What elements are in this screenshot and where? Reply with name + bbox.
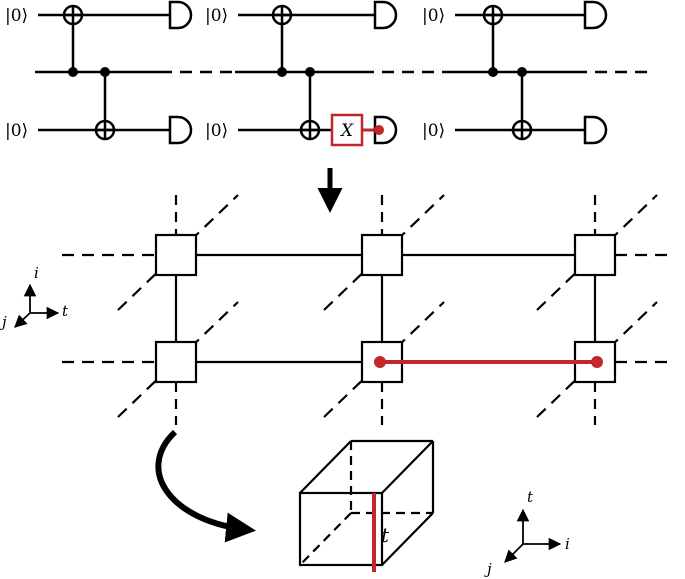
lattice-axes [14,283,60,328]
measurement-icon [168,0,193,30]
axis-label-j: j [0,313,7,331]
lattice-node [154,233,198,277]
lattice [62,194,675,425]
axis-label-j: j [484,560,492,578]
cube-edge-label: t [381,523,390,547]
axis-label-i: i [565,535,570,553]
measurement-icon [168,115,193,145]
ket-label: |0⟩ [205,6,228,26]
cube [298,439,435,567]
circuit-3 [455,0,608,145]
measurement-icon [373,0,398,30]
axis-label-t: t [62,302,69,320]
ket-label: |0⟩ [422,6,445,26]
x-gate-label: X [339,121,354,141]
measurement-icon [373,115,398,145]
ket-label: |0⟩ [422,121,445,141]
curved-arrow [155,429,256,543]
circuit-row [35,0,648,147]
ket-label: |0⟩ [205,121,228,141]
ket-label: |0⟩ [5,121,28,141]
circuit-1 [38,0,193,145]
error-edge [374,356,603,368]
measurement-icon [583,0,608,30]
circuit-2 [238,0,398,147]
lattice-node [360,233,404,277]
lattice-node [573,233,617,277]
measurement-icon [583,115,608,145]
axis-label-i: i [34,264,39,282]
axis-label-t: t [527,488,534,506]
lattice-node [154,340,198,384]
ket-label: |0⟩ [5,6,28,26]
cube-axes [504,508,562,563]
